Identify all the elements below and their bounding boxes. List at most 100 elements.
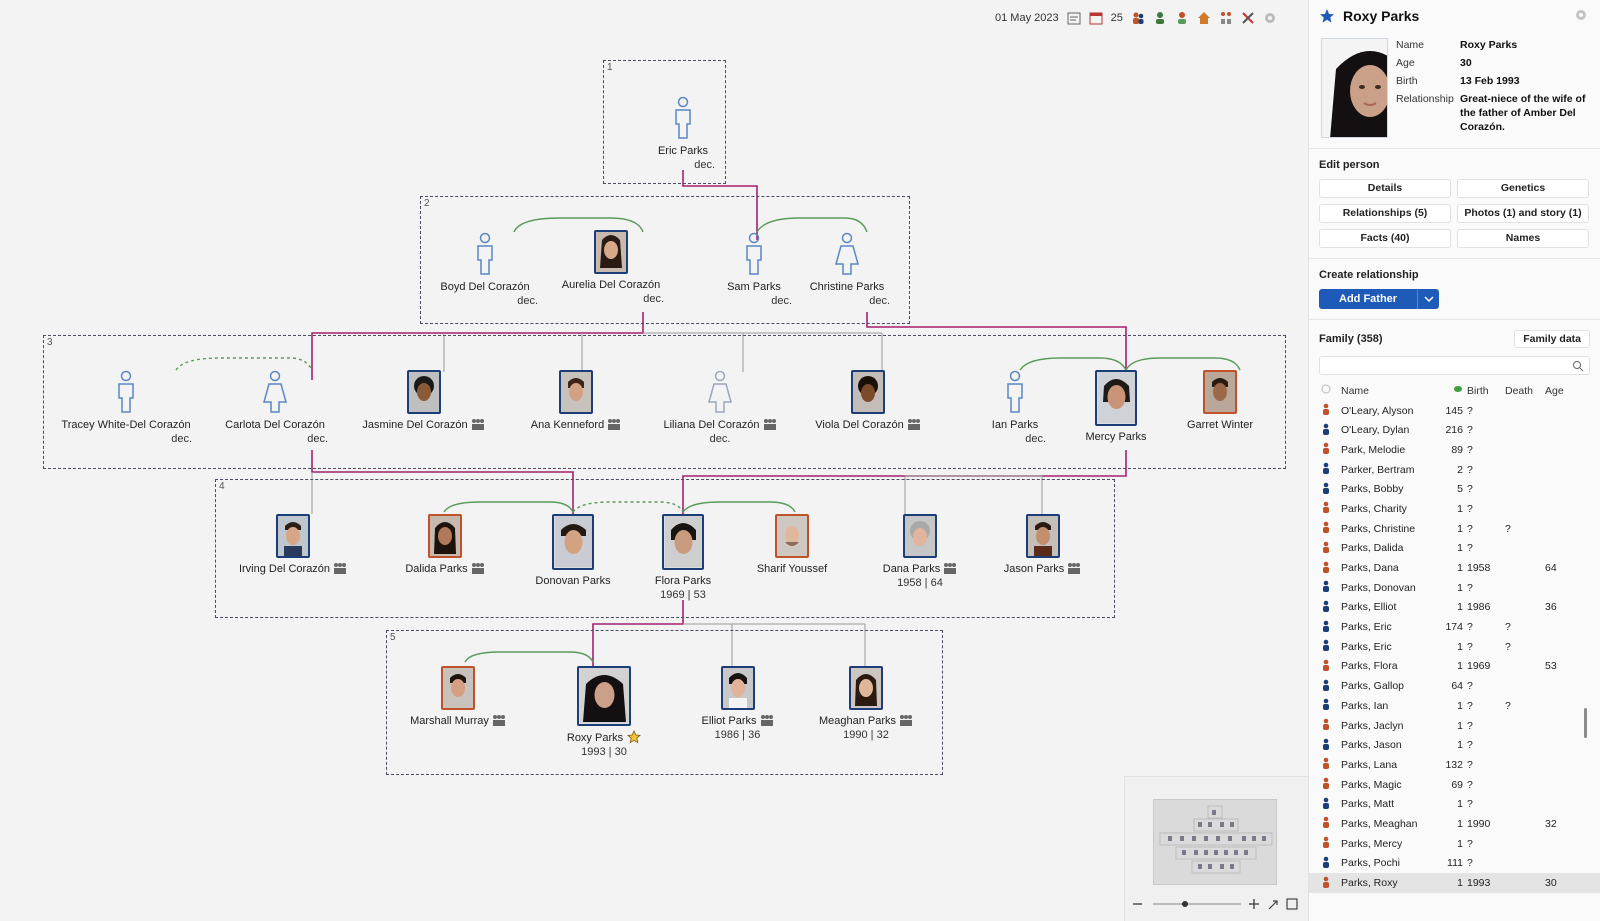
person-card-liliana-del-corazon[interactable]: Liliana Del Corazón dec.: [655, 370, 785, 446]
family-icon[interactable]: [607, 418, 621, 430]
person-card-dana-parks[interactable]: Dana Parks 1958 | 64: [870, 514, 970, 590]
person-status: dec.: [643, 293, 664, 305]
chevron-down-icon[interactable]: [1417, 289, 1439, 309]
add-father-button[interactable]: Add Father: [1319, 289, 1440, 309]
family-tree-canvas[interactable]: 1 2 3 4 5 01 May 2023 25 Eric Parks dec.: [0, 0, 1308, 921]
people-icon[interactable]: [1131, 11, 1145, 25]
person-card-ian-parks[interactable]: Ian Parks dec.: [980, 370, 1050, 446]
family-icon[interactable]: [333, 562, 347, 574]
person-card-jason-parks[interactable]: Jason Parks: [995, 514, 1090, 576]
person-card-marshall-murray[interactable]: Marshall Murray: [398, 666, 518, 728]
person-card-flora-parks[interactable]: Flora Parks 1969 | 53: [643, 514, 723, 602]
person-card-garret-winter[interactable]: Garret Winter: [1180, 370, 1260, 432]
genetics-button[interactable]: Genetics: [1457, 179, 1589, 198]
names-button[interactable]: Names: [1457, 229, 1589, 248]
column-name[interactable]: Name: [1341, 384, 1370, 397]
settings-icon[interactable]: [1263, 11, 1277, 25]
person-card-eric-parks[interactable]: Eric Parks dec.: [643, 96, 723, 172]
person-card-jasmine-del-corazon[interactable]: Jasmine Del Corazón: [356, 370, 491, 432]
family-icon[interactable]: [943, 562, 957, 574]
gear-icon[interactable]: [1574, 8, 1588, 22]
calendar-note-icon[interactable]: [1067, 11, 1081, 25]
person-card-elliot-parks[interactable]: Elliot Parks 1986 | 36: [690, 666, 785, 742]
list-item-birth: ?: [1467, 463, 1473, 476]
person-card-ana-kenneford[interactable]: Ana Kenneford: [520, 370, 632, 432]
home-icon[interactable]: [1197, 11, 1211, 25]
family-icon[interactable]: [760, 714, 774, 726]
minimap[interactable]: [1124, 776, 1308, 921]
column-birth[interactable]: Birth: [1467, 384, 1489, 397]
facts-button[interactable]: Facts (40): [1319, 229, 1451, 248]
star-icon[interactable]: [627, 730, 642, 744]
person-card-christine-parks[interactable]: Christine Parks dec.: [802, 232, 892, 308]
minimap-viewport[interactable]: [1153, 799, 1277, 885]
family-search-input[interactable]: [1319, 356, 1590, 375]
person-card-dalida-parks[interactable]: Dalida Parks: [395, 514, 495, 576]
star-icon[interactable]: [1319, 8, 1335, 24]
tools-icon[interactable]: [1241, 11, 1255, 25]
relationships-button[interactable]: Relationships (5): [1319, 204, 1451, 223]
list-item-birth: ?: [1467, 758, 1473, 771]
family-data-button[interactable]: Family data: [1514, 330, 1590, 348]
radio-icon[interactable]: [1321, 384, 1333, 397]
person-search-icon[interactable]: [1175, 11, 1189, 25]
family-icon[interactable]: [1067, 562, 1081, 574]
person-card-tracey-white-del-corazon[interactable]: Tracey White-Del Corazón dec.: [56, 370, 196, 446]
photos-story-button[interactable]: Photos (1) and story (1): [1457, 204, 1589, 223]
family-tree-icon[interactable]: [1219, 11, 1233, 25]
person-card-sharif-youssef[interactable]: Sharif Youssef: [742, 514, 842, 576]
family-icon[interactable]: [492, 714, 506, 726]
person-card-aurelia-del-corazon[interactable]: Aurelia Del Corazón dec.: [556, 230, 666, 306]
person-card-irving-del-corazon[interactable]: Irving Del Corazón: [228, 514, 358, 576]
search-icon[interactable]: [1572, 360, 1584, 372]
person-card-donovan-parks[interactable]: Donovan Parks: [518, 514, 628, 588]
person-card-meaghan-parks[interactable]: Meaghan Parks 1990 | 32: [810, 666, 922, 742]
person-card-carlota-del-corazon[interactable]: Carlota Del Corazón dec.: [220, 370, 330, 446]
person-card-sam-parks[interactable]: Sam Parks dec.: [714, 232, 794, 308]
family-icon[interactable]: [471, 418, 485, 430]
family-icon[interactable]: [471, 562, 485, 574]
person-card-boyd-del-corazon[interactable]: Boyd Del Corazón dec.: [430, 232, 540, 308]
person-card-mercy-parks[interactable]: Mercy Parks: [1076, 370, 1156, 444]
column-death[interactable]: Death: [1505, 384, 1534, 397]
calendar-icon[interactable]: [1089, 11, 1103, 25]
family-icon[interactable]: [907, 418, 921, 430]
scrollbar[interactable]: [1584, 708, 1587, 738]
family-icon[interactable]: [763, 418, 777, 430]
family-icon[interactable]: [899, 714, 913, 726]
person-add-icon[interactable]: [1153, 11, 1167, 25]
current-date[interactable]: 01 May 2023: [995, 12, 1059, 24]
profile-photo[interactable]: [1321, 38, 1388, 138]
person-card-viola-del-corazon[interactable]: Viola Del Corazón: [808, 370, 928, 432]
person-card-roxy-parks[interactable]: Roxy Parks 1993 | 30: [554, 666, 654, 759]
list-item-age: 36: [1545, 601, 1557, 614]
details-button[interactable]: Details: [1319, 179, 1451, 198]
leaf-icon[interactable]: [1441, 384, 1463, 397]
column-age[interactable]: Age: [1545, 384, 1564, 397]
